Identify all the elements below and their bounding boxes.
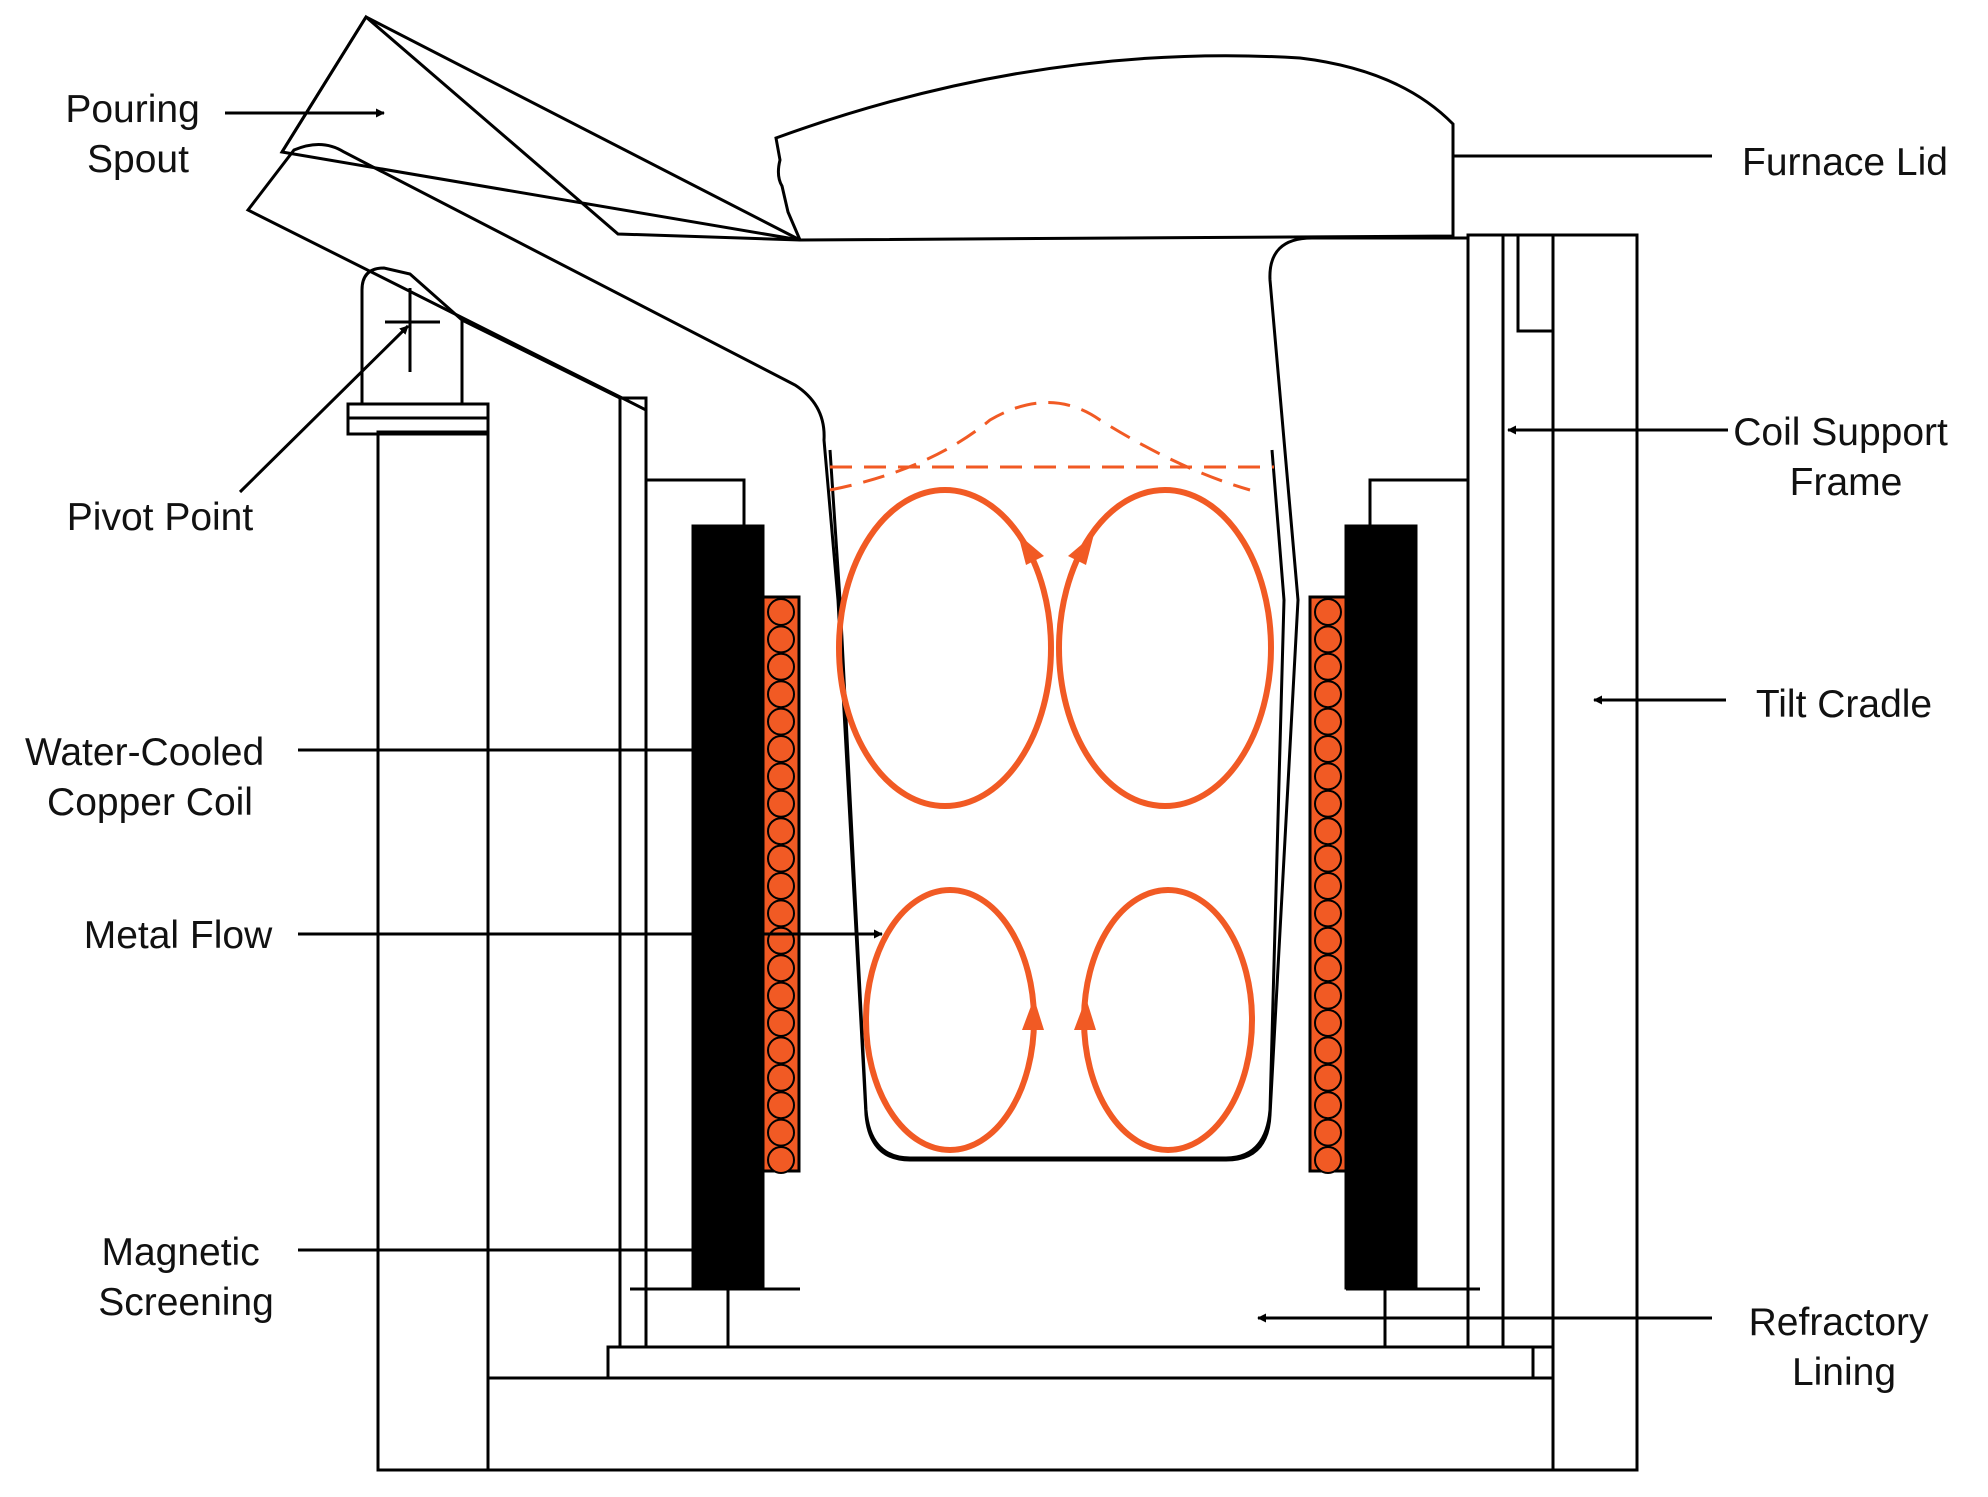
coil-winding [767,872,795,900]
coil-winding [1314,762,1342,791]
pouring-spout-outline [365,15,801,242]
coil-winding [767,1009,795,1037]
coil-winding [767,1036,795,1065]
label-magnetic-screening: Magnetic Screening [98,1231,274,1324]
coil-support-frame [1466,233,1555,1349]
flow-loop-arrow-icon [1022,998,1044,1030]
coil-winding [767,981,795,1010]
pivot-housing [360,266,464,406]
arrow-icon [238,324,410,494]
coil-winding [767,1063,795,1092]
coil-winding [1314,872,1342,900]
copper-coil-left [691,524,765,1290]
label-furnace-lid: Furnace Lid [1742,141,1948,184]
coil-winding [1314,899,1342,928]
coil-winding [767,844,795,873]
support-frame-bar [1501,233,1555,1349]
coil-winding [767,789,795,818]
coil-winding [767,1091,795,1120]
label-tilt-cradle: Tilt Cradle [1756,683,1932,726]
coil-winding [1314,981,1342,1010]
support-frame-inner-gap [1466,233,1505,1349]
coil-winding [767,652,795,681]
coil-winding [767,926,795,955]
metal-flow-loops [836,487,1274,1153]
coil-winding [1314,1063,1342,1092]
labels: Pouring Spout Pivot Point Water-Cooled C… [25,88,1958,1394]
label-pivot-point: Pivot Point [67,496,254,539]
coil-winding [767,1118,795,1147]
label-coil-support-frame: Coil Support Frame [1733,411,1958,504]
coil-winding [1314,625,1342,654]
coil-winding [1314,1091,1342,1120]
coil-winding [1314,817,1342,846]
coil-winding [1314,1009,1342,1037]
coil-winding [1314,926,1342,955]
copper-coil-right [1344,524,1418,1290]
pivot-cross-icon [385,288,440,372]
flow-loop-upper-left [836,487,1054,809]
coil-winding [767,817,795,846]
flow-loop-arrow-icon [1068,534,1094,565]
flow-loop-arrow-icon [1074,998,1096,1030]
coil-winding [1314,1146,1342,1174]
base-slab [606,1345,1535,1380]
flow-loop-upper-right [1056,487,1274,809]
magnetic-screening-right [1308,595,1348,1174]
coil-winding [1314,680,1342,709]
pouring-spout-channel [279,14,801,242]
coil-winding [767,1146,795,1174]
pivot-column-shaft [376,430,490,1472]
pivot-column [346,266,490,1472]
coil-winding [1314,735,1342,763]
flow-loop-arrow-icon [1018,534,1044,565]
coil-winding [1314,954,1342,983]
left-liner-strip [618,396,648,1349]
leader-lines [225,108,1728,1323]
coil-winding [1314,789,1342,818]
coil-winding [767,899,795,928]
coil-winding [1314,598,1342,626]
coil-winding [767,598,795,626]
coil-winding [767,735,795,763]
coil-winding [767,762,795,791]
meniscus-curve [829,401,1251,492]
cradle-base [486,1376,1555,1472]
cradle-right-wall [1551,233,1639,1472]
label-refractory-lining: Refractory Lining [1749,1301,1940,1394]
furnace-lid [774,54,1455,242]
coil-winding [767,707,795,736]
coil-winding [767,625,795,654]
coil-winding [1314,1118,1342,1147]
coil-winding [767,680,795,709]
molten-metal-region [830,465,1284,1158]
support-frame-notch [1516,233,1555,333]
label-water-cooled-copper-coil: Water-Cooled Copper Coil [25,731,275,824]
coil-winding [1314,652,1342,681]
coil-winding [1314,1036,1342,1065]
label-metal-flow: Metal Flow [84,914,273,957]
coil-winding [767,954,795,983]
coil-winding [1314,844,1342,873]
label-pouring-spout: Pouring Spout [65,88,210,181]
magnetic-screening-left [761,595,801,1174]
refractory-lining [245,143,1470,1349]
coil-winding [1314,707,1342,736]
